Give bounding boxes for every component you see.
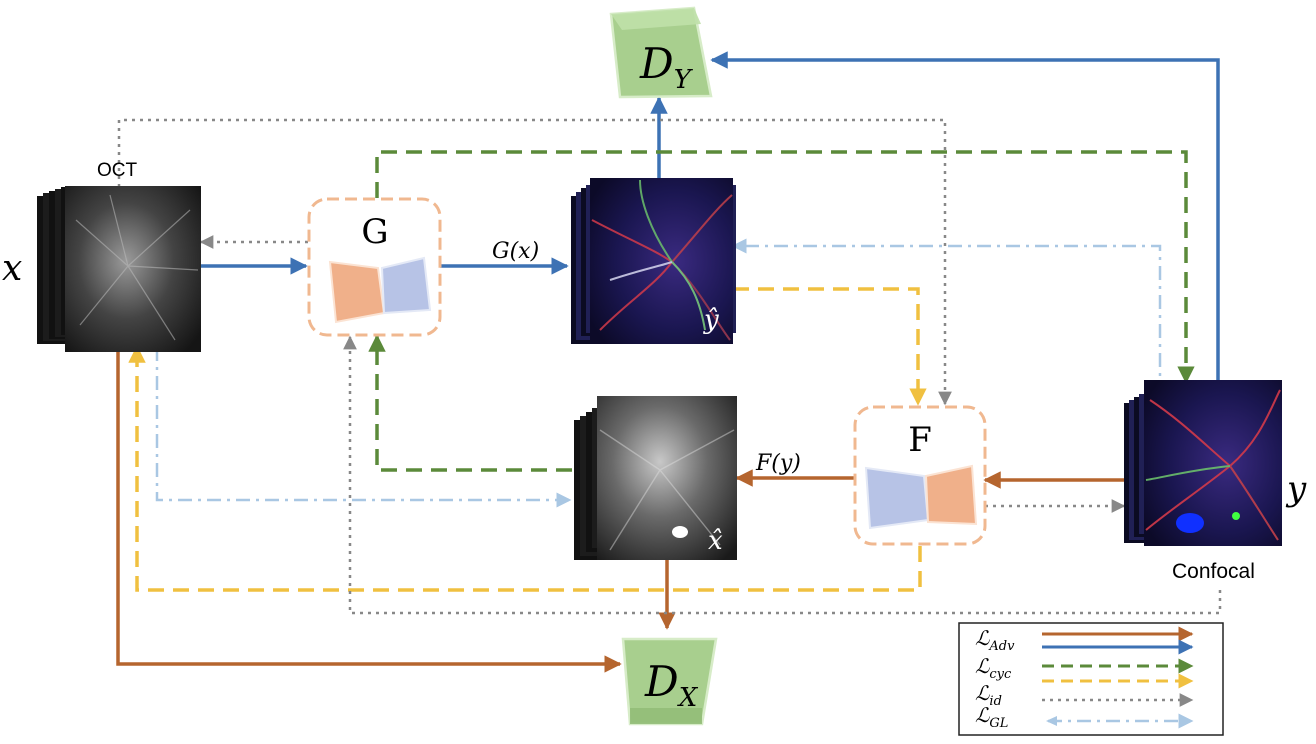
cyc-green-bottom: [368, 334, 572, 472]
cyc-green-top: [375, 150, 1195, 384]
loss-arrows: [116, 51, 1222, 673]
xhat-label: x̂: [708, 526, 723, 556]
confocal-image-stack: [1124, 380, 1282, 546]
confocal-label: Confocal: [1172, 560, 1255, 583]
xhat-image-stack: x̂: [574, 396, 737, 560]
generator-F-decoder: [924, 464, 978, 526]
generator-F-label: F: [908, 420, 932, 460]
id-confocal-to-G: [343, 335, 1222, 615]
legend-cyc-label: ℒcyc: [975, 654, 1012, 682]
discriminator-DX: DX: [621, 637, 718, 726]
oct-label: OCT: [97, 160, 138, 181]
legend-gl-label: ℒGL: [975, 703, 1008, 731]
legend: ℒAdv ℒcyc ℒid ℒGL: [958, 622, 1224, 736]
generator-G: G: [307, 197, 442, 337]
oct-image-stack: [37, 186, 201, 352]
gl-y-to-yhat: [731, 238, 1162, 396]
generator-F-box: [853, 405, 987, 546]
cyc-yellow-bottom: [128, 345, 922, 592]
generator-G-label: G: [361, 212, 388, 252]
x-label: x: [2, 248, 22, 289]
id-oct-to-F: [117, 118, 952, 406]
generator-F: F: [853, 405, 987, 546]
discriminator-DY: DY: [609, 6, 713, 99]
arrow-y-to-DY: [710, 51, 1220, 385]
Gx-label: G(x): [492, 239, 539, 264]
generator-F-encoder: [864, 466, 930, 530]
y-label: y: [1285, 469, 1307, 509]
legend-id-label: ℒid: [975, 681, 1002, 709]
arrow-x-to-DX: [116, 350, 622, 673]
Fy-label: F(y): [755, 451, 801, 476]
confocal-image: [1144, 380, 1282, 546]
discriminator-DX-label: DX: [644, 657, 699, 713]
yhat-label: ŷ: [703, 305, 719, 335]
xhat-image: [597, 396, 737, 560]
yhat-image-stack: ŷ: [571, 178, 736, 344]
gl-x-to-xhat: [155, 347, 572, 508]
generator-G-box: [307, 197, 442, 337]
discriminator-DY-label: DY: [639, 39, 694, 95]
generator-G-decoder: [380, 256, 432, 315]
legend-adv-label: ℒAdv: [975, 626, 1015, 654]
generator-G-encoder: [328, 260, 386, 324]
legend-gl-arrow-left: [1046, 716, 1057, 726]
cyc-yellow-top: [733, 287, 927, 406]
